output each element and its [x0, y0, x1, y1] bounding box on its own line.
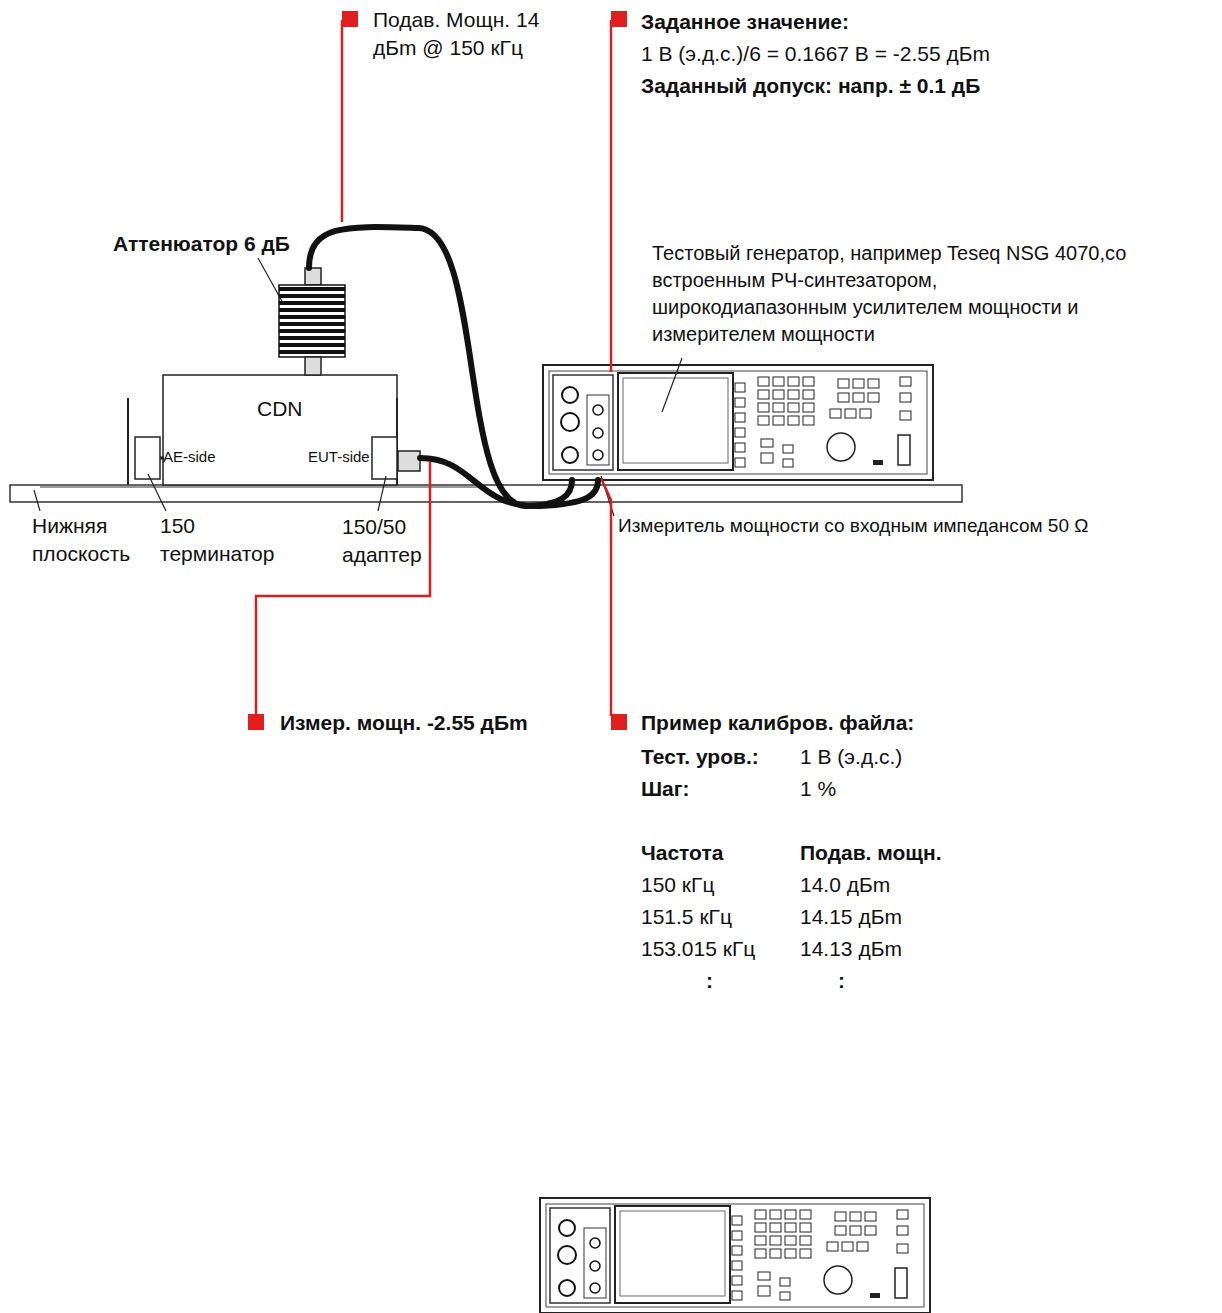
annotation-label: Заданный допуск: напр. ± 0.1 дБ: [641, 70, 980, 102]
annotation-label: Подав. Мощн. 14 дБm @ 150 кГц: [373, 6, 578, 63]
annotation-label: :: [838, 965, 845, 997]
annotation-label: Пример калибров. файла:: [641, 707, 914, 739]
annotation-label: Измеритель мощности со входным импедансо…: [618, 512, 1088, 541]
annotation-label: Тест. уров.:: [641, 741, 759, 773]
coax-cable: [420, 458, 598, 506]
annotation-label: 14.0 дБm: [800, 869, 890, 901]
annotation-label: Подав. мощн.: [800, 837, 942, 869]
node-label: Тестовый генератор, например Teseq NSG 4…: [652, 240, 1132, 348]
node-label: Аттенюатор 6 дБ: [113, 230, 290, 258]
annotation-label: 1 %: [800, 773, 836, 805]
annotation-label: 150 кГц: [641, 869, 714, 901]
attenuator: Аттенюатор 6 дБ: [279, 268, 345, 375]
node-label: 150/50 адаптер: [342, 513, 434, 570]
node-label: CDN: [257, 395, 303, 423]
annotation-label: Измер. мощн. -2.55 дБm: [280, 707, 528, 739]
annotation-label: 14.15 дБm: [800, 901, 902, 933]
annotation-label: 1 В (э.д.с.): [800, 741, 902, 773]
annotation-label: Заданное значение:: [641, 6, 849, 38]
cdn-box: CDN AE-side EUT-side: [163, 375, 397, 485]
annotation-label: Нижняя плоскость: [32, 512, 142, 569]
annotation-label: 14.13 дБm: [800, 933, 902, 965]
node-label: AE-side: [163, 447, 216, 467]
coax-cable: [309, 227, 572, 506]
annotation-label: Шаг:: [641, 773, 690, 805]
annotation-label: Частота: [641, 837, 723, 869]
adapter: 150/50 адаптер: [372, 437, 420, 479]
annotation-label: 153.015 кГц: [641, 933, 755, 965]
annotation-label: 151.5 кГц: [641, 901, 732, 933]
annotation-label: :: [706, 965, 713, 997]
annotation-label: 150 терминатор: [160, 512, 290, 569]
annotation-label: 1 В (э.д.с.)/6 = 0.1667 В = -2.55 дБm: [641, 38, 990, 70]
test-generator: Тестовый генератор, например Teseq NSG 4…: [543, 365, 933, 480]
node-label: EUT-side: [308, 447, 370, 467]
